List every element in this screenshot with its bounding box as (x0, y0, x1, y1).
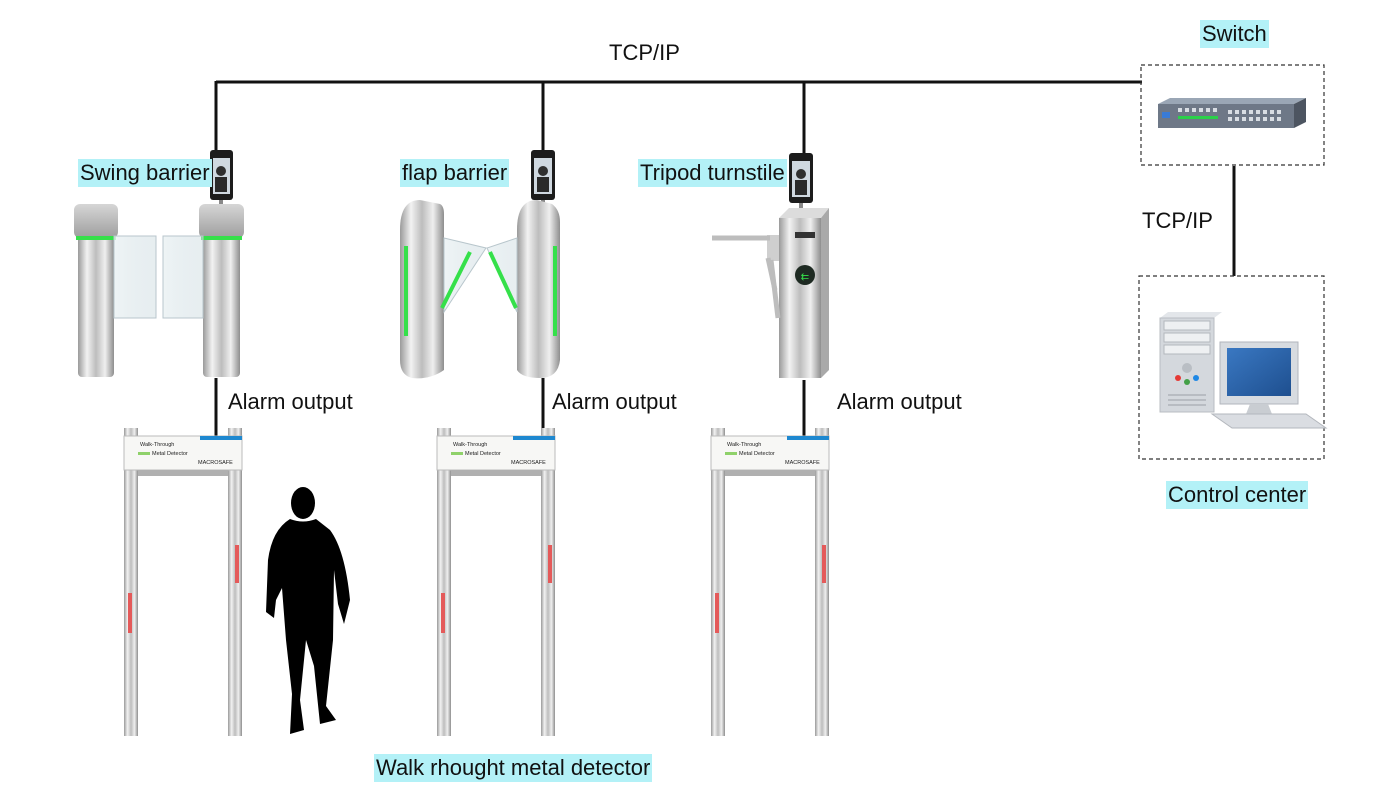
svg-text:⇇: ⇇ (801, 272, 809, 283)
tripod-turnstile-device: ⇇ (712, 153, 829, 378)
control-center-computer (1138, 275, 1328, 460)
detector-3-line1: Walk-Through (727, 442, 761, 448)
metal-detector-1 (123, 428, 243, 736)
switch-device (1140, 64, 1325, 166)
alarm-output-label-3: Alarm output (837, 389, 962, 414)
swing-barrier-device (74, 150, 244, 377)
detector-2-line1: Walk-Through (453, 442, 487, 448)
detector-3-line2: Metal Detector (739, 451, 775, 457)
alarm-output-label-1: Alarm output (228, 389, 353, 414)
tcpip-right-label: TCP/IP (1142, 208, 1213, 233)
metal-detector-label: Walk rhought metal detector (374, 754, 653, 782)
metal-detector-3 (710, 428, 830, 736)
tripod-turnstile-label: Tripod turnstile (638, 159, 787, 187)
detector-1-line1: Walk-Through (140, 442, 174, 448)
switch-label: Switch (1200, 20, 1269, 48)
detector-2-line2: Metal Detector (465, 451, 501, 457)
tcpip-top-label: TCP/IP (609, 40, 680, 65)
alarm-output-lines (214, 378, 806, 436)
control-center-label: Control center (1166, 481, 1309, 509)
tcpip-bus-line (214, 80, 1236, 276)
detector-3-brand: MACROSAFE (785, 460, 820, 466)
alarm-output-label-2: Alarm output (552, 389, 677, 414)
flap-barrier-label: flap barrier (400, 159, 510, 187)
person-silhouette (266, 487, 350, 734)
swing-barrier-label: Swing barrier (78, 159, 212, 187)
detector-1-brand: MACROSAFE (198, 460, 233, 466)
detector-2-brand: MACROSAFE (511, 460, 546, 466)
metal-detector-2 (436, 428, 556, 736)
flap-barrier-device (400, 150, 560, 379)
detector-1-line2: Metal Detector (152, 451, 188, 457)
